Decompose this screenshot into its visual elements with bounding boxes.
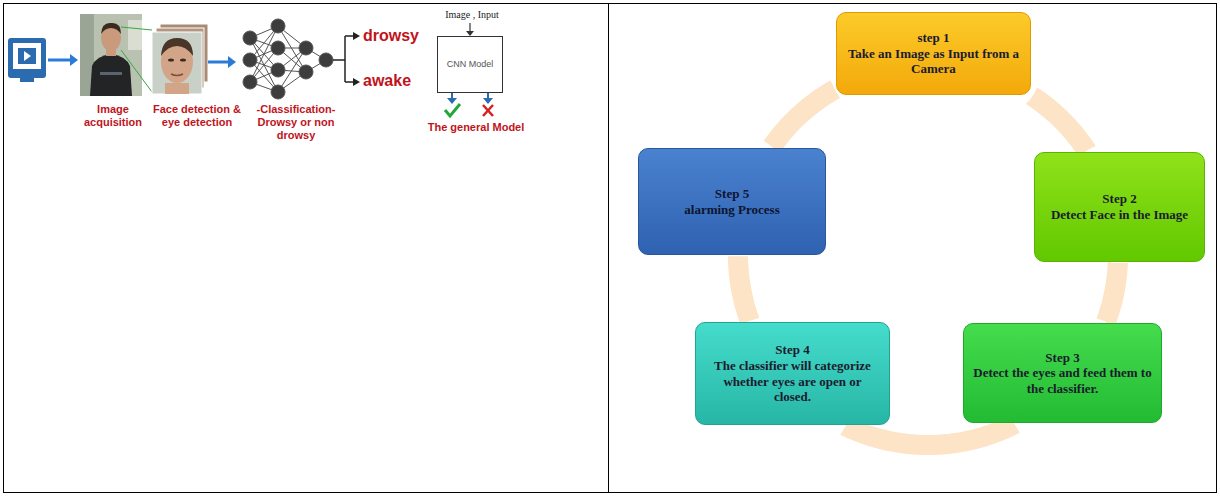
input-label: Image , Input: [436, 9, 508, 21]
output-branch: [333, 36, 354, 82]
step-heading: Step 4: [775, 342, 809, 358]
cross-mark: [483, 105, 493, 116]
monitor-icon: [8, 38, 46, 82]
step-box: Step 3Detect the eyes and feed them to t…: [963, 323, 1162, 423]
zoom-lines: [121, 27, 152, 92]
cycle-connector: [846, 424, 1015, 445]
class-label: awake: [363, 71, 443, 90]
box-text: alarming Process: [684, 202, 779, 218]
step-heading: step 1: [917, 30, 949, 46]
box-text: The classifier will categorize whether e…: [704, 358, 881, 405]
flow-arrow: [48, 54, 78, 66]
step-heading: Step 5: [715, 186, 749, 202]
box-text: Detect the eyes and feed them to the cla…: [972, 365, 1153, 396]
class-label: drowsy: [363, 26, 443, 45]
check-mark: [445, 104, 460, 116]
neural-network: [243, 19, 333, 99]
stage-caption: Image acquisition: [76, 103, 150, 129]
input-arrow: [466, 23, 474, 36]
step-heading: Step 3: [1045, 350, 1079, 366]
table-divider: [608, 4, 609, 493]
step-box: Step 2Detect Face in the Image: [1034, 152, 1205, 262]
model-box: CNN Model: [437, 36, 503, 93]
step-box: step 1Take an Image as Input from a Came…: [836, 12, 1031, 95]
arrow-head: [353, 78, 360, 86]
step-box: Step 4The classifier will categorize whe…: [695, 322, 890, 425]
stage-caption: -Classification- Drowsy or non drowsy: [244, 103, 348, 143]
arrow-head: [353, 32, 360, 40]
cycle-connector: [738, 256, 750, 321]
box-text: CNN Model: [447, 59, 494, 70]
person-photo: [80, 14, 142, 96]
cycle-connector: [1032, 96, 1087, 151]
model-caption: The general Model: [410, 121, 542, 134]
box-text: Detect Face in the Image: [1051, 207, 1188, 223]
flow-arrow: [208, 56, 236, 68]
output-arrows: [447, 93, 493, 104]
box-text: Take an Image as Input from a Camera: [845, 46, 1022, 77]
cycle-connector: [772, 89, 835, 146]
table-border: [4, 4, 1217, 493]
face-photos: [152, 24, 208, 94]
step-box: Step 5alarming Process: [638, 148, 826, 255]
stage-caption: Face detection & eye detection: [148, 103, 246, 129]
cycle-connector: [1106, 263, 1118, 322]
step-heading: Step 2: [1102, 191, 1136, 207]
